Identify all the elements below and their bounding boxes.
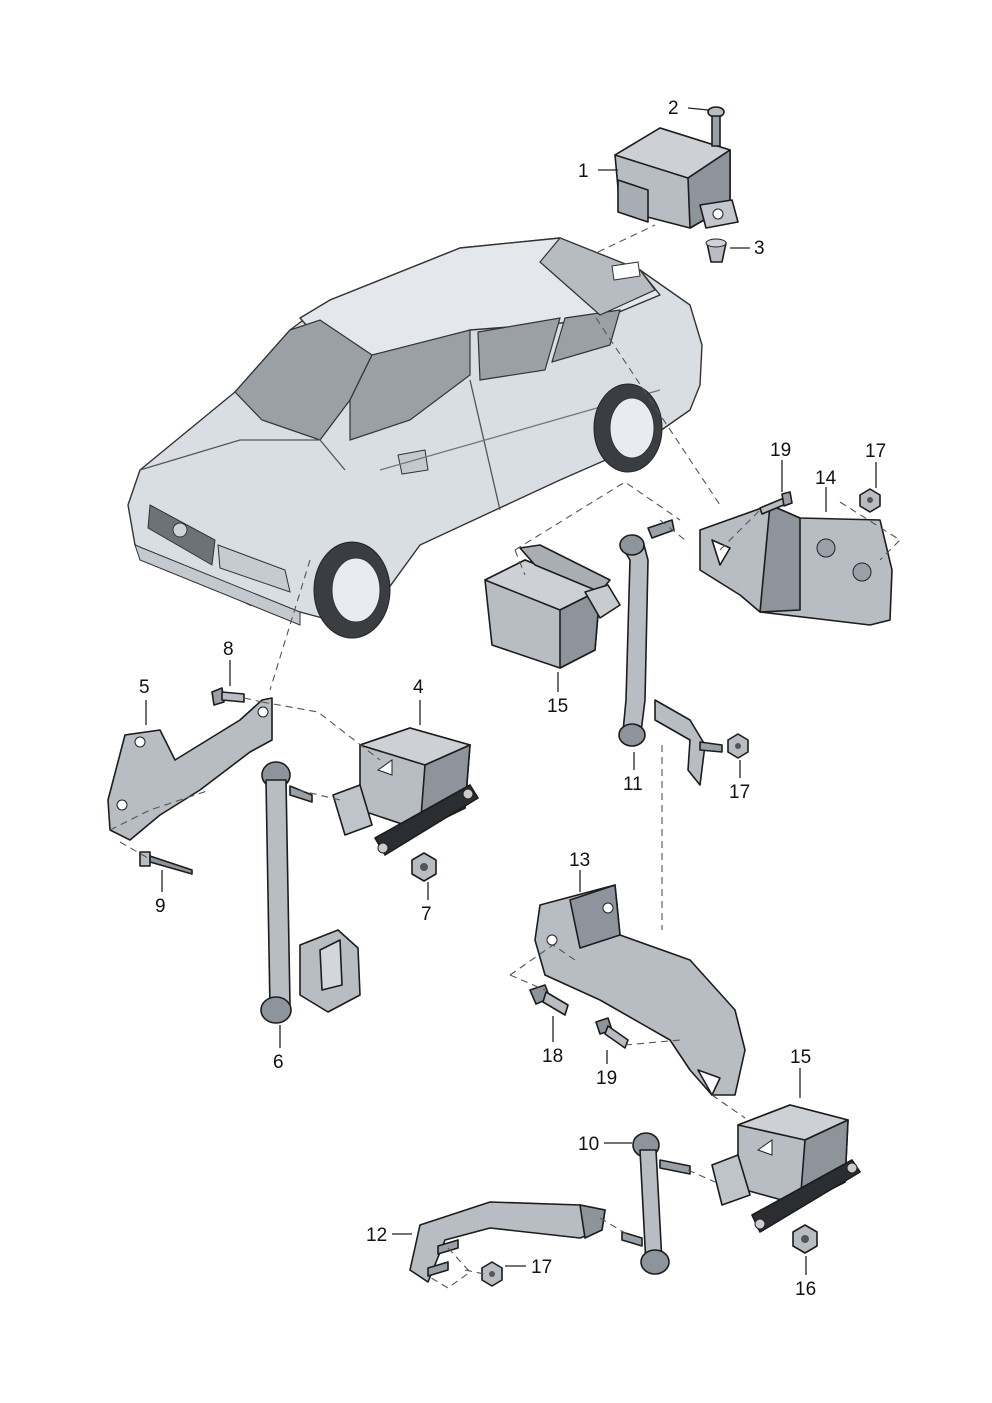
callout-12: 12 bbox=[366, 1225, 387, 1246]
callout-10: 10 bbox=[578, 1134, 599, 1155]
bracket-icon bbox=[409, 1201, 606, 1283]
control-module-icon bbox=[614, 127, 739, 229]
callout-17-middle: 17 bbox=[729, 782, 750, 803]
sedan-car-icon bbox=[127, 237, 703, 639]
callout-3: 3 bbox=[754, 238, 765, 259]
callout-1: 1 bbox=[578, 161, 589, 182]
level-sensor-icon bbox=[332, 727, 479, 856]
bolt-icon bbox=[707, 106, 725, 147]
nut-icon bbox=[792, 1224, 818, 1254]
rivet-icon bbox=[139, 851, 193, 875]
callout-7: 7 bbox=[421, 904, 432, 925]
callout-8: 8 bbox=[223, 639, 234, 660]
nut-icon bbox=[481, 1261, 503, 1287]
callout-5: 5 bbox=[139, 677, 150, 698]
callout-15-lower: 15 bbox=[790, 1047, 811, 1068]
leader-lines bbox=[109, 107, 901, 1289]
callout-19-lower: 19 bbox=[596, 1068, 617, 1089]
callout-13: 13 bbox=[569, 850, 590, 871]
nut-icon bbox=[411, 852, 437, 882]
bracket-icon bbox=[699, 504, 893, 626]
nut-icon bbox=[727, 733, 749, 759]
callout-9: 9 bbox=[155, 896, 166, 917]
bolt-icon bbox=[595, 1017, 629, 1049]
bolt-icon bbox=[211, 687, 245, 706]
callout-17-bottom: 17 bbox=[531, 1257, 552, 1278]
bolt-icon bbox=[759, 491, 793, 515]
coupling-rod-icon bbox=[618, 519, 723, 786]
callout-15-upper: 15 bbox=[547, 696, 568, 717]
callout-2: 2 bbox=[668, 98, 679, 119]
callout-4: 4 bbox=[413, 677, 424, 698]
level-sensor-icon bbox=[711, 1104, 861, 1233]
level-sensor-icon bbox=[484, 544, 621, 669]
callout-14: 14 bbox=[815, 468, 837, 489]
nut-icon bbox=[859, 488, 881, 513]
coupling-rod-icon bbox=[621, 1132, 691, 1275]
callout-17-top: 17 bbox=[865, 441, 886, 462]
callout-18: 18 bbox=[542, 1046, 563, 1067]
bolt-icon bbox=[529, 984, 569, 1016]
callout-6: 6 bbox=[273, 1052, 284, 1073]
bracket-icon bbox=[534, 884, 746, 1096]
bracket-icon bbox=[107, 697, 273, 841]
nut-icon bbox=[705, 238, 727, 263]
callout-16: 16 bbox=[795, 1279, 816, 1300]
callout-11: 11 bbox=[623, 774, 643, 795]
coupling-rod-icon bbox=[260, 761, 361, 1024]
callout-labels: 1 2 3 4 5 6 7 8 9 10 11 12 13 14 15 15 1… bbox=[139, 98, 886, 1300]
callout-19-top: 19 bbox=[770, 440, 791, 461]
